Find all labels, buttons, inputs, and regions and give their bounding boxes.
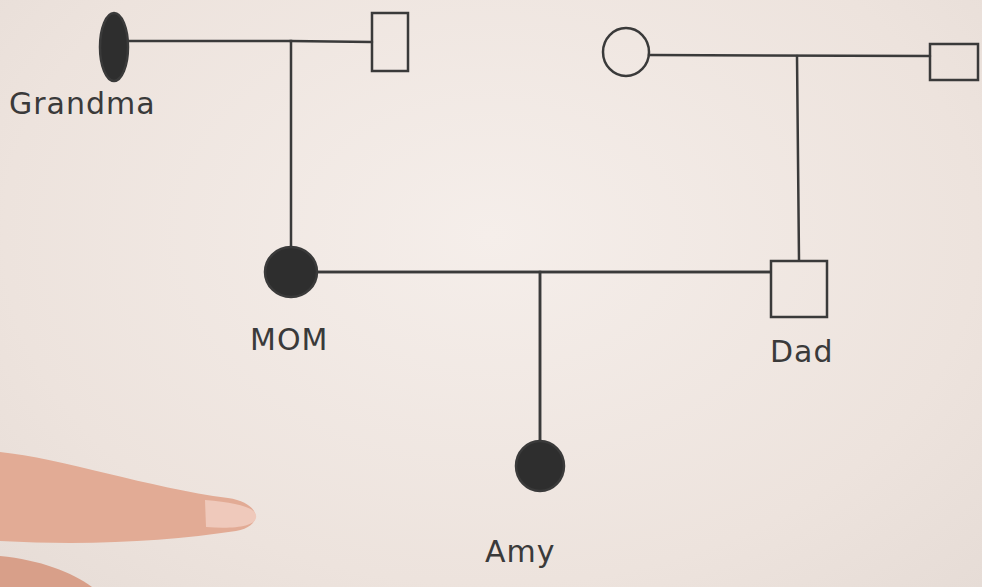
- fingernail: [205, 500, 256, 528]
- marriage-line: [290, 41, 372, 42]
- pedigree-line: [318, 271, 770, 274]
- female-circle: [99, 12, 129, 82]
- person-name: MOM: [250, 322, 328, 357]
- person-name: Amy: [485, 534, 556, 569]
- symbol-outline: [100, 13, 128, 81]
- pedigree-person: Amy: [515, 440, 565, 492]
- symbol-outline: [771, 261, 827, 317]
- person-name: Dad: [770, 334, 834, 369]
- paternal-grandfather-square: [930, 44, 978, 80]
- finger: [0, 452, 255, 543]
- male-square: [770, 260, 828, 318]
- pedigree-person: Dad: [770, 260, 828, 318]
- female-circle: [515, 440, 565, 492]
- pedigree-line: [540, 272, 770, 440]
- finger: [0, 556, 92, 587]
- pedigree-person: MOM: [264, 246, 318, 298]
- female-circle: [264, 246, 318, 298]
- person-name: Grandma: [9, 86, 156, 121]
- pointing-finger: [0, 452, 256, 587]
- pedigree-line: [318, 272, 540, 440]
- pedigree-line: [129, 41, 291, 246]
- pedigree-person: Grandma: [99, 12, 129, 82]
- descent-line: [797, 56, 799, 260]
- marriage-line: [649, 55, 930, 56]
- paternal-grandmother-circle: [603, 28, 649, 76]
- grandfather-square: [372, 13, 408, 71]
- symbol-outline: [265, 247, 317, 297]
- symbol-outline: [516, 441, 564, 491]
